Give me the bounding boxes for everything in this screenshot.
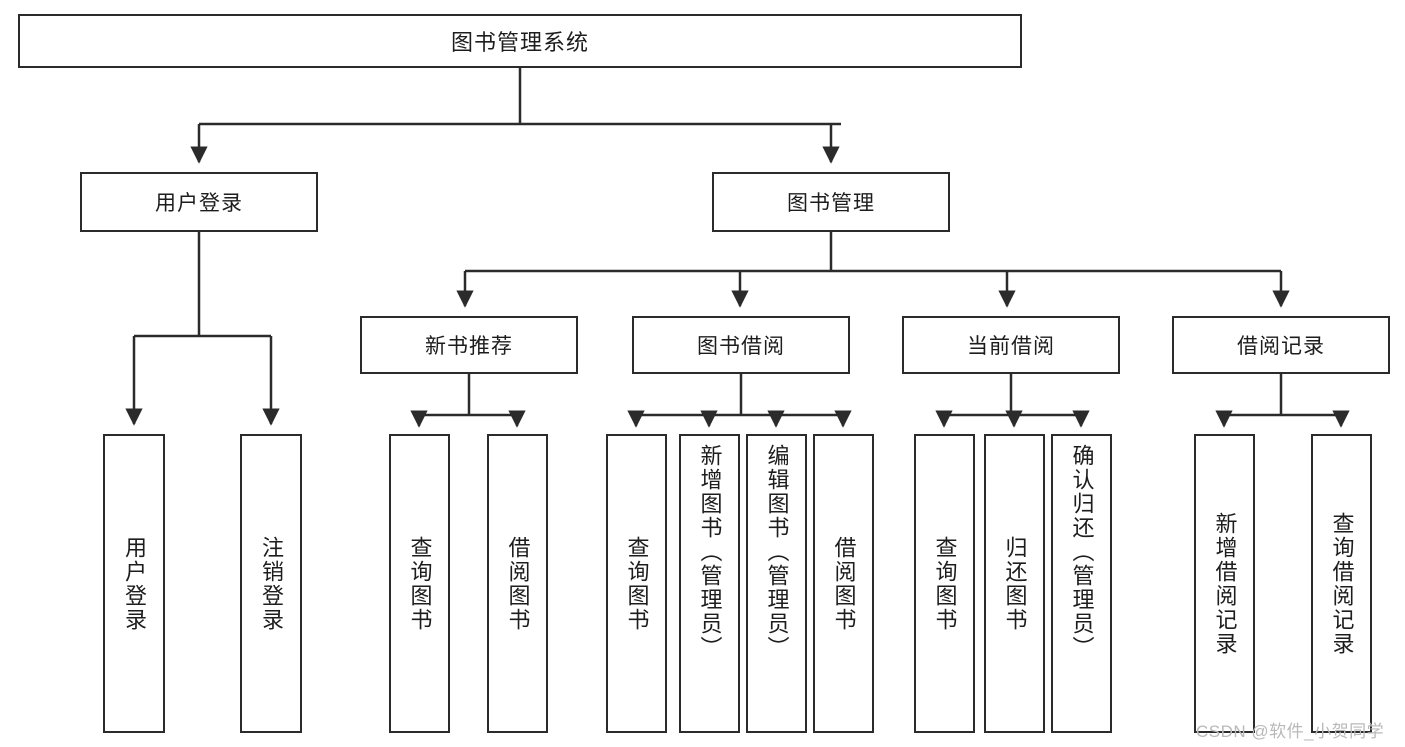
node-leaf-add-borrow-record[interactable]: 新增借阅记录 [1194,434,1255,733]
node-user-login[interactable]: 用户登录 [80,172,318,232]
node-current-borrow[interactable]: 当前借阅 [902,316,1120,374]
node-leaf-confirm-return[interactable]: 确认归还（管理员） [1051,434,1112,733]
node-new-book-recommend[interactable]: 新书推荐 [360,316,578,374]
node-leaf-user-logout[interactable]: 注销登录 [240,434,302,733]
node-leaf-add-book-admin[interactable]: 新增图书（管理员） [679,434,740,733]
csdn-watermark: CSDN @软件_小贺同学 [1196,722,1385,741]
node-leaf-query-book-2[interactable]: 查询图书 [606,434,667,733]
node-root-system[interactable]: 图书管理系统 [18,14,1022,68]
node-leaf-query-borrow-record[interactable]: 查询借阅记录 [1311,434,1372,733]
node-leaf-user-login[interactable]: 用户登录 [103,434,165,733]
node-leaf-edit-book-admin[interactable]: 编辑图书（管理员） [746,434,807,733]
node-leaf-query-book-3[interactable]: 查询图书 [914,434,975,733]
node-book-manage[interactable]: 图书管理 [712,172,950,232]
node-leaf-borrow-book-1[interactable]: 借阅图书 [487,434,548,733]
node-leaf-return-book[interactable]: 归还图书 [984,434,1045,733]
node-leaf-query-book-1[interactable]: 查询图书 [389,434,450,733]
node-borrow-record[interactable]: 借阅记录 [1172,316,1390,374]
node-book-borrow[interactable]: 图书借阅 [632,316,850,374]
node-leaf-borrow-book-2[interactable]: 借阅图书 [813,434,874,733]
